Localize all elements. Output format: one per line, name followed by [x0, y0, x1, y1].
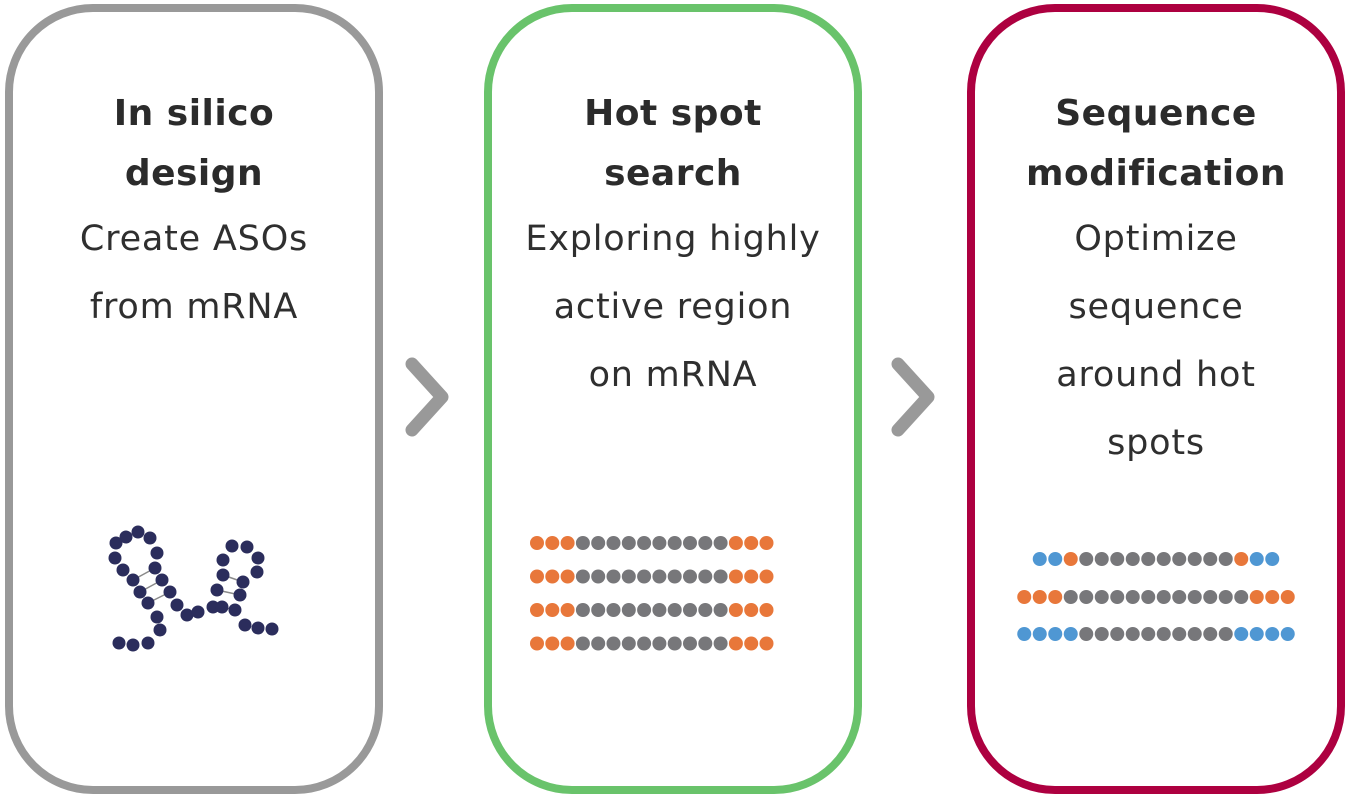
chevron-right-icon — [405, 357, 449, 437]
step-title: In silico design — [13, 84, 375, 204]
step-card-sequence-modification: Sequence modification Optimize sequence … — [967, 4, 1345, 794]
desc-line: around hot — [1056, 355, 1256, 395]
desc-line: active region — [553, 287, 793, 327]
desc-line: on mRNA — [588, 355, 758, 395]
title-line: design — [124, 153, 264, 194]
desc-line: Exploring highly — [525, 219, 821, 259]
desc-line: spots — [1107, 423, 1205, 463]
step-description: Create ASOs from mRNA — [13, 205, 375, 341]
step-description: Optimize sequence around hot spots — [975, 205, 1337, 477]
title-line: modification — [1026, 153, 1286, 194]
desc-line: Optimize — [1074, 219, 1238, 259]
desc-line: Create ASOs — [79, 219, 309, 259]
title-line: Hot spot — [584, 93, 762, 134]
step-title: Hot spot search — [492, 84, 854, 204]
step-title: Sequence modification — [975, 84, 1337, 204]
desc-line: sequence — [1068, 287, 1244, 327]
title-line: Sequence — [1055, 93, 1257, 134]
step-card-in-silico-design: In silico design Create ASOs from mRNA — [5, 4, 383, 794]
title-line: search — [604, 153, 742, 194]
chevron-right-icon — [891, 357, 935, 437]
title-line: In silico — [113, 93, 275, 134]
desc-line: from mRNA — [89, 287, 299, 327]
step-card-hot-spot-search: Hot spot search Exploring highly active … — [484, 4, 862, 794]
step-description: Exploring highly active region on mRNA — [492, 205, 854, 409]
